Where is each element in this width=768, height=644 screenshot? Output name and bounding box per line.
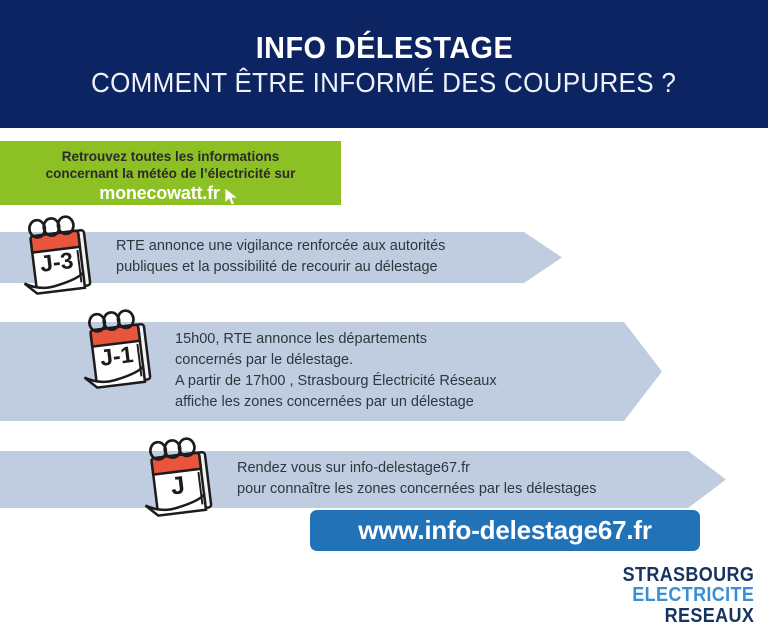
timeline-row-2-line-2: concernés par le délestage.	[175, 352, 354, 368]
timeline-bar-1-arrow	[524, 232, 562, 283]
page-subtitle: COMMENT ÊTRE INFORMÉ DES COUPURES ?	[91, 66, 677, 98]
calendar-icon-j: J	[133, 430, 229, 526]
timeline-row-2-text: 15h00, RTE annonce les départements conc…	[175, 329, 497, 413]
timeline-row-3: Rendez vous sur info-delestage67.fr pour…	[0, 451, 768, 508]
timeline-bar-3	[0, 451, 688, 508]
header-banner: INFO DÉLESTAGE COMMENT ÊTRE INFORMÉ DES …	[0, 0, 768, 128]
calendar-badge-label: J-3	[39, 247, 75, 277]
timeline-row-1-line-1: RTE annonce une vigilance renforcée aux …	[116, 238, 446, 254]
calendar-icon-j-1: J-1	[72, 302, 168, 398]
calendar-badge-label: J	[169, 471, 186, 500]
calendar-icon-j-3: J-3	[12, 208, 108, 304]
promo-line-1: Retrouvez toutes les informations	[61, 149, 280, 164]
logo: STRASBOURG ELECTRICITE RESEAUX	[608, 563, 754, 627]
calendar-badge-label: J-1	[99, 341, 135, 371]
timeline-row-3-line-2: pour connaître les zones concernées par …	[237, 481, 597, 497]
url-button[interactable]: www.info-delestage67.fr	[310, 510, 700, 551]
timeline-row-1-text: RTE annonce une vigilance renforcée aux …	[116, 236, 445, 278]
timeline-row-1-line-2: publiques et la possibilité de recourir …	[116, 259, 438, 275]
logo-line-strasbourg: STRASBOURG	[622, 563, 754, 586]
timeline-bar-2-arrow	[624, 322, 662, 421]
timeline-row-2-line-4: affiche les zones concernées par un déle…	[175, 394, 474, 410]
timeline-bar-3-arrow	[688, 451, 726, 508]
promo-site-link[interactable]: monecowatt.fr	[99, 183, 220, 203]
logo-line-reseaux: RESEAUX	[664, 604, 754, 627]
timeline-row-1: RTE annonce une vigilance renforcée aux …	[0, 232, 768, 283]
timeline-row-3-line-1: Rendez vous sur info-delestage67.fr	[237, 460, 470, 476]
timeline-row-3-text: Rendez vous sur info-delestage67.fr pour…	[237, 458, 597, 500]
logo-line-electricite: ELECTRICITE	[632, 584, 754, 607]
timeline-row-2-line-3: A partir de 17h00 , Strasbourg Électrici…	[175, 373, 497, 389]
cursor-arrow-icon	[222, 187, 242, 207]
timeline-row-2-line-1: 15h00, RTE annonce les départements	[175, 331, 428, 347]
promo-banner: Retrouvez toutes les informations concer…	[0, 141, 341, 207]
promo-line-2: concernant la météo de l’électricité sur	[45, 166, 296, 181]
page-title: INFO DÉLESTAGE	[255, 29, 513, 65]
